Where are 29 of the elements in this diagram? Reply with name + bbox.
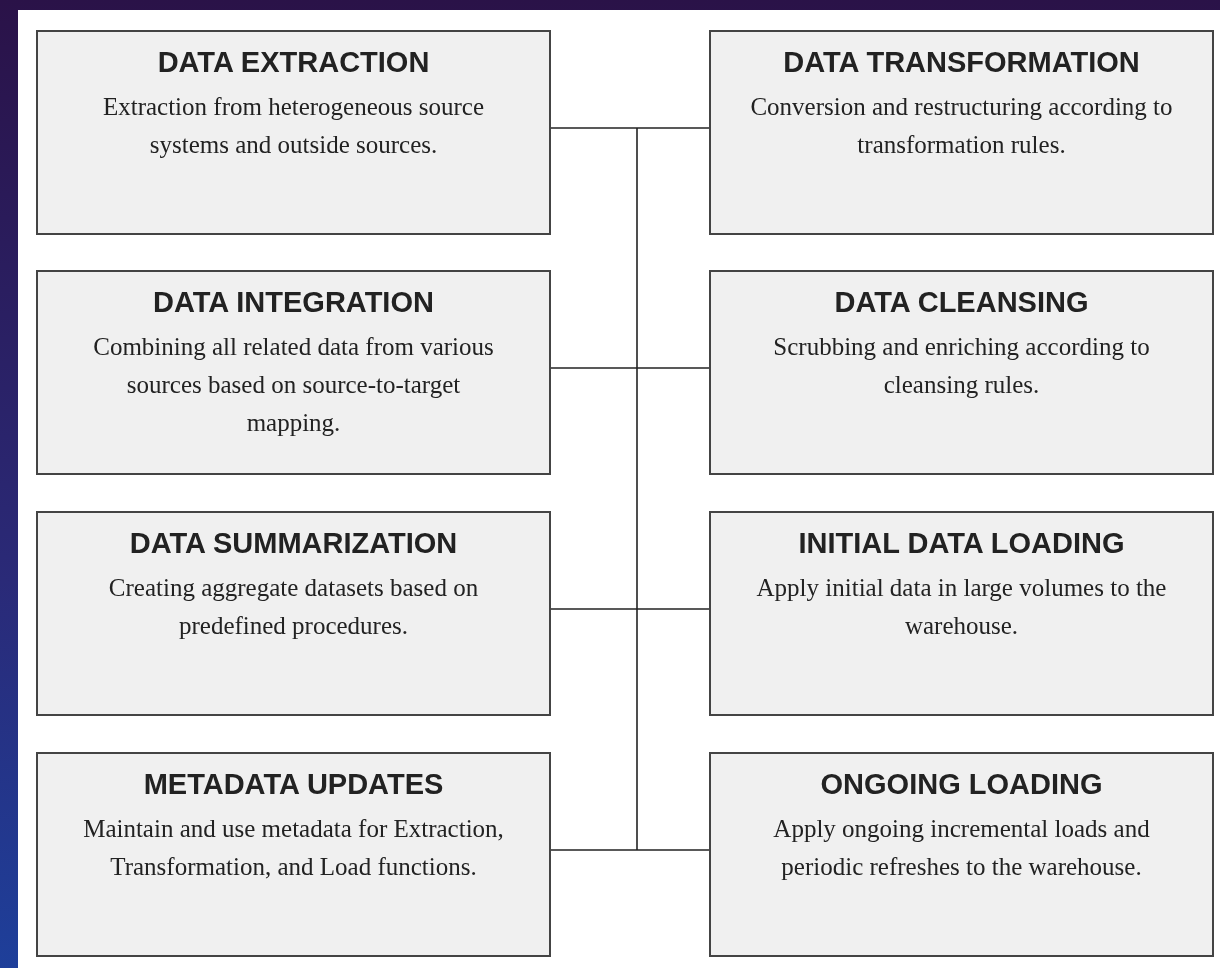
box-heading: DATA EXTRACTION [157, 45, 430, 80]
box-description: Scrubbing and enriching according to cleansing rules. [772, 332, 1151, 401]
connector-line [550, 367, 710, 369]
connector-trunk [636, 127, 638, 851]
box-heading: METADATA UPDATES [143, 767, 444, 802]
box-heading: DATA INTEGRATION [153, 285, 434, 320]
box-heading: INITIAL DATA LOADING [798, 526, 1125, 561]
box-description: Maintain and use metadata for Extraction, Transformation, and Load functions. [82, 814, 505, 883]
box-heading: DATA TRANSFORMATION [783, 45, 1140, 80]
box-heading: DATA CLEANSING [834, 285, 1089, 320]
box-heading: DATA SUMMARIZATION [129, 526, 458, 561]
process-box [36, 752, 551, 957]
process-box [709, 511, 1214, 716]
connector-line [550, 849, 710, 851]
box-description: Combining all related data from various sources based on source-to-target mapping. [92, 332, 495, 439]
box-description: Conversion and restructuring according to transformation rules. [749, 92, 1174, 161]
connector-line [550, 127, 710, 129]
process-box [709, 270, 1214, 475]
process-box [36, 270, 551, 475]
box-description: Extraction from heterogeneous source systems and outside sources. [101, 92, 486, 161]
process-box [36, 511, 551, 716]
process-box [709, 30, 1214, 235]
box-description: Creating aggregate datasets based on predefined procedures. [107, 573, 480, 642]
box-description: Apply initial data in large volumes to the warehouse. [755, 573, 1168, 642]
box-heading: ONGOING LOADING [820, 767, 1103, 802]
process-box [36, 30, 551, 235]
connector-line [550, 608, 710, 610]
box-description: Apply ongoing incremental loads and periodic refreshes to the warehouse. [772, 814, 1151, 883]
process-box [709, 752, 1214, 957]
